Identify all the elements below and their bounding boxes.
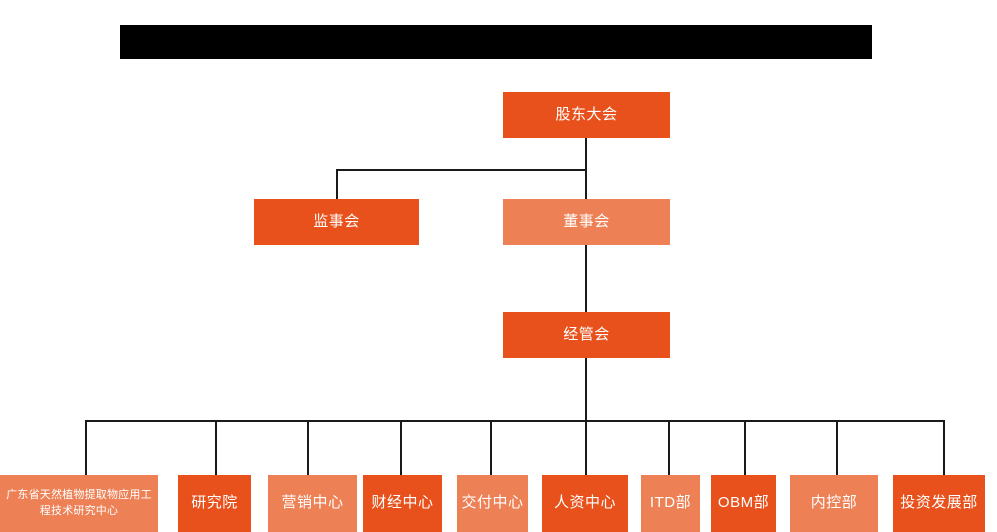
connector-drop-internal-control [836, 420, 838, 475]
org-node-management-committee[interactable]: 经管会 [503, 312, 670, 358]
connector-drop-obm [744, 420, 746, 475]
connector-directors-drop [585, 169, 587, 199]
org-node-research-institute[interactable]: 研究院 [178, 475, 251, 532]
connector-level4-crossbar [85, 420, 944, 422]
org-node-label: 投资发展部 [900, 494, 978, 512]
connector-drop-gd-center [85, 420, 87, 475]
connector-drop-hr [585, 420, 587, 475]
org-node-label: 交付中心 [461, 494, 524, 512]
redacted-title-bar [120, 25, 872, 59]
org-node-label: 研究院 [191, 494, 238, 512]
org-node-label: ITD部 [649, 494, 692, 512]
org-node-label: 财经中心 [371, 494, 434, 512]
connector-drop-itd [668, 420, 670, 475]
org-node-investment-dev-dept[interactable]: 投资发展部 [893, 475, 985, 532]
org-node-obm-department[interactable]: OBM部 [711, 475, 776, 532]
org-node-label: 股东大会 [555, 105, 618, 123]
org-node-shareholders-meeting[interactable]: 股东大会 [503, 92, 670, 138]
org-node-gd-plant-extract-center[interactable]: 广东省天然植物提取物应用工程技术研究中心 [0, 475, 158, 532]
connector-shareholders-down-stub [585, 138, 587, 170]
org-node-label: 监事会 [313, 212, 360, 230]
connector-drop-marketing [307, 420, 309, 475]
connector-drop-investment [943, 420, 945, 475]
connector-management-down-stub [585, 358, 587, 420]
org-node-label: 人资中心 [553, 494, 616, 512]
org-node-label: 广东省天然植物提取物应用工程技术研究中心 [6, 488, 152, 517]
org-node-label: 经管会 [563, 325, 610, 343]
org-node-board-of-supervisors[interactable]: 监事会 [254, 199, 419, 245]
org-node-delivery-center[interactable]: 交付中心 [457, 475, 528, 532]
org-node-label: 内控部 [810, 494, 858, 512]
connector-directors-to-management [585, 245, 587, 312]
connector-drop-research [215, 420, 217, 475]
connector-drop-delivery [490, 420, 492, 475]
org-node-finance-center[interactable]: 财经中心 [363, 475, 442, 532]
org-node-label: 董事会 [563, 212, 610, 230]
connector-drop-finance [400, 420, 402, 475]
org-node-hr-center[interactable]: 人资中心 [542, 475, 628, 532]
org-node-label: 营销中心 [281, 494, 344, 512]
org-node-label: OBM部 [717, 494, 770, 512]
connector-supervisors-drop [336, 169, 338, 199]
org-node-itd-department[interactable]: ITD部 [641, 475, 700, 532]
org-node-internal-control-dept[interactable]: 内控部 [790, 475, 878, 532]
connector-level2-crossbar [336, 169, 587, 171]
org-node-marketing-center[interactable]: 营销中心 [268, 475, 357, 532]
org-node-board-of-directors[interactable]: 董事会 [503, 199, 670, 245]
